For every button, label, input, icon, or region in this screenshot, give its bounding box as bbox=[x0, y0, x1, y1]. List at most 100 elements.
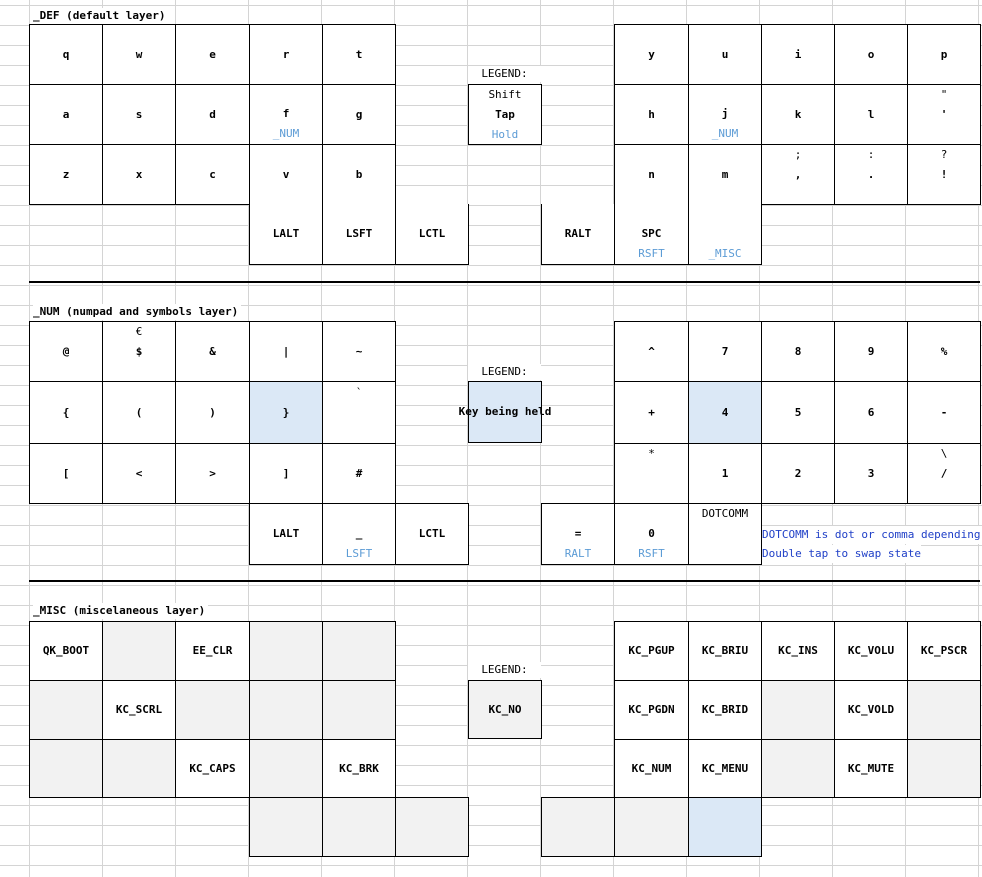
key: KC_PGDN bbox=[614, 680, 689, 740]
key-tap-label: @ bbox=[62, 344, 70, 358]
key: KC_CAPS bbox=[175, 739, 250, 798]
key-tap-label: < bbox=[135, 466, 143, 480]
key-tap-label: 8 bbox=[794, 344, 802, 358]
key-tap-label: 4 bbox=[721, 405, 729, 419]
key-tap-label: o bbox=[867, 47, 875, 61]
misc-layer-title: _MISC (miscelaneous layer) bbox=[33, 603, 209, 619]
key-tap-label: ~ bbox=[355, 344, 363, 358]
key: ?! bbox=[907, 144, 981, 205]
key bbox=[175, 680, 250, 740]
key-hold-label: _NUM bbox=[711, 127, 739, 140]
key: EE_CLR bbox=[175, 621, 250, 681]
misc-legend-key: KC_NO bbox=[468, 680, 542, 739]
key: m bbox=[688, 144, 762, 205]
key: w bbox=[102, 24, 176, 85]
key-tap-label: KC_BRIU bbox=[701, 644, 749, 657]
key bbox=[395, 797, 469, 857]
key: - bbox=[907, 381, 981, 444]
key-tap-label: KC_MUTE bbox=[847, 761, 895, 775]
key: | bbox=[249, 321, 323, 382]
key: KC_MUTE bbox=[834, 739, 908, 798]
key-tap-label: x bbox=[135, 167, 143, 181]
num-layer-title: _NUM (numpad and symbols layer) bbox=[33, 304, 242, 320]
key-tap-label: | bbox=[282, 344, 290, 358]
key bbox=[541, 797, 615, 857]
key-tap-label: h bbox=[648, 107, 655, 121]
legend-hold-text: Hold bbox=[491, 127, 519, 141]
key: KC_BRID bbox=[688, 680, 762, 740]
key: x bbox=[102, 144, 176, 205]
key: 3 bbox=[834, 443, 908, 504]
key: 7 bbox=[688, 321, 762, 382]
key bbox=[907, 739, 981, 798]
key: c bbox=[175, 144, 250, 205]
dotcomm-note-line-2: Double tap to swap state bbox=[762, 545, 921, 563]
key-hold-label: RSFT bbox=[638, 547, 665, 560]
dotcomm-note-line-1: DOTCOMM is dot or comma depending on bbox=[762, 526, 982, 544]
key-tap-label: k bbox=[794, 107, 802, 121]
key: ` bbox=[322, 381, 396, 444]
key: ( bbox=[102, 381, 176, 444]
key-tap-label: z bbox=[62, 167, 70, 181]
key-hold-label: _MISC bbox=[708, 247, 742, 260]
key: KC_NUM bbox=[614, 739, 689, 798]
key-tap-label: 1 bbox=[721, 466, 729, 480]
key: =RALT bbox=[541, 503, 615, 565]
key: # bbox=[322, 443, 396, 504]
key: LALT bbox=[249, 204, 323, 265]
key-tap-label: KC_BRK bbox=[339, 761, 379, 775]
key-tap-label: KC_PGUP bbox=[628, 644, 675, 657]
misc-legend-label: LEGEND: bbox=[468, 662, 541, 678]
key: % bbox=[907, 321, 981, 382]
key: KC_SCRL bbox=[102, 680, 176, 740]
key-tap-label: KC_VOLU bbox=[847, 644, 895, 657]
key-tap-label: d bbox=[209, 107, 216, 121]
key: KC_MENU bbox=[688, 739, 762, 798]
key-tap-label: e bbox=[209, 47, 216, 61]
key-shift-label: DOTCOMM bbox=[701, 507, 749, 520]
key: j _NUM bbox=[688, 84, 762, 145]
key-tap-label: 5 bbox=[794, 405, 802, 419]
key-tap-label: ) bbox=[209, 405, 216, 419]
key-tap-label: > bbox=[209, 466, 216, 480]
key-tap-label: LALT bbox=[272, 527, 300, 540]
key-tap-label: _ bbox=[355, 527, 363, 540]
key-tap-label: j bbox=[721, 107, 729, 120]
key-tap-label: 3 bbox=[867, 466, 875, 480]
key-tap-label: v bbox=[282, 167, 290, 181]
key bbox=[249, 621, 323, 681]
key-tap-label: { bbox=[62, 405, 70, 419]
legend-tap-text: Tap bbox=[495, 107, 515, 121]
key: ~ bbox=[322, 321, 396, 382]
key: f_NUM bbox=[249, 84, 323, 145]
key: u bbox=[688, 24, 762, 85]
key: @ bbox=[29, 321, 103, 382]
key: KC_BRIU bbox=[688, 621, 762, 681]
key-tap-label: LCTL bbox=[418, 227, 446, 240]
key-tap-label: m bbox=[721, 167, 729, 181]
key: _MISC bbox=[688, 204, 762, 265]
key-tap-label: ' bbox=[940, 108, 948, 121]
key-tap-label: g bbox=[355, 107, 363, 121]
key: 9 bbox=[834, 321, 908, 382]
key: ;, bbox=[761, 144, 835, 205]
key-tap-label: KC_PSCR bbox=[920, 644, 968, 657]
key: [ bbox=[29, 443, 103, 504]
key-tap-label: LCTL bbox=[418, 527, 446, 540]
key: e bbox=[175, 24, 250, 85]
key: 8 bbox=[761, 321, 835, 382]
key bbox=[249, 739, 323, 798]
def-legend-label: LEGEND: bbox=[468, 66, 541, 82]
key bbox=[29, 739, 103, 798]
key: l bbox=[834, 84, 908, 145]
key-shift-label: \ bbox=[940, 447, 948, 460]
key bbox=[907, 680, 981, 740]
key-tap-label: 2 bbox=[794, 466, 802, 480]
key-tap-label: - bbox=[940, 405, 948, 419]
key-shift-label: " bbox=[940, 88, 948, 101]
key-tap-label: RALT bbox=[564, 227, 592, 240]
key: a bbox=[29, 84, 103, 145]
